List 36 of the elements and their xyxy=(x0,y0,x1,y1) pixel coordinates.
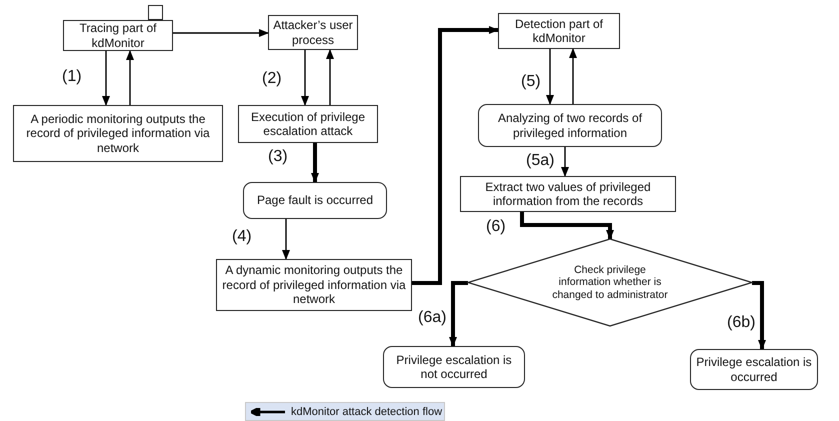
process-box: Execution of privilege escalation attack xyxy=(238,105,378,143)
small-square xyxy=(148,5,163,20)
arrow xyxy=(326,49,334,105)
edge-label: (6) xyxy=(486,218,506,236)
edge-label: (6a) xyxy=(418,309,446,327)
edge-label: (3) xyxy=(268,148,288,166)
process-box: Detection part of kdMonitor xyxy=(498,13,620,49)
edge-label: (5a) xyxy=(526,152,554,170)
process-box: Attacker’s user process xyxy=(268,15,358,50)
arrow xyxy=(301,50,309,106)
arrow xyxy=(546,49,554,105)
arrow xyxy=(752,281,766,350)
arrow xyxy=(282,219,290,260)
process-box: Analyzing of two records of privileged information xyxy=(478,104,662,147)
arrow xyxy=(311,143,319,183)
process-box: Page fault is occurred xyxy=(243,182,387,219)
arrow xyxy=(569,48,577,104)
process-box: Privilege escalation is not occurred xyxy=(383,346,525,388)
arrow xyxy=(102,51,110,106)
arrow xyxy=(412,26,499,285)
process-box: Privilege escalation is occurred xyxy=(690,349,818,390)
arrow xyxy=(520,212,614,240)
arrow xyxy=(126,50,134,105)
arrow xyxy=(173,29,269,37)
edge-label: (6b) xyxy=(727,314,756,332)
process-box: A dynamic monitoring outputs the record of privileged information via network xyxy=(216,259,412,311)
edge-label: (2) xyxy=(262,70,282,88)
arrow xyxy=(449,281,468,347)
process-box: Extract two values of privileged information from the records xyxy=(460,176,676,212)
arrow xyxy=(561,147,569,177)
legend-text: kdMonitor attack detection flow xyxy=(291,406,442,418)
edge-label: (5) xyxy=(521,73,541,91)
process-box: Tracing part of kdMonitor xyxy=(63,20,173,51)
process-box: A periodic monitoring outputs the record of privileged information via network xyxy=(13,105,223,162)
edge-label: (4) xyxy=(232,228,252,246)
edge-label: (1) xyxy=(62,68,82,86)
